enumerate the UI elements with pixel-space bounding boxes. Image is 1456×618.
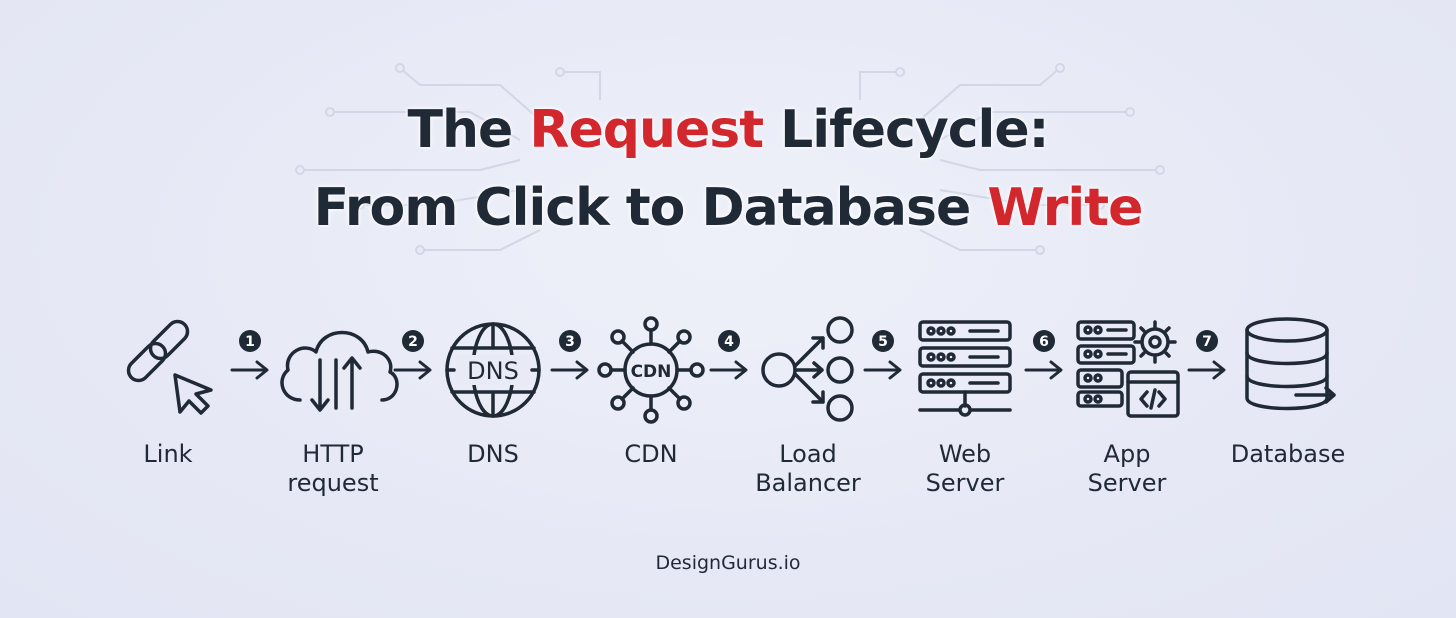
step-connector: 7 bbox=[1187, 330, 1226, 380]
stage-label: DNS bbox=[418, 440, 568, 469]
stage-label: Link bbox=[93, 440, 243, 469]
stage-label-line: DNS bbox=[467, 440, 519, 468]
step-connector: 6 bbox=[1024, 330, 1063, 380]
step-number: 3 bbox=[565, 334, 575, 350]
stage-label: CDN bbox=[576, 440, 726, 469]
stage-label-line: App bbox=[1103, 440, 1151, 468]
stage-label-line: Link bbox=[143, 440, 193, 468]
database-icon bbox=[1245, 317, 1336, 411]
stage-label-line: Server bbox=[925, 469, 1005, 497]
dns-icon-text: DNS bbox=[467, 357, 519, 385]
step-number: 4 bbox=[724, 334, 734, 350]
cloud-transfer-icon bbox=[280, 330, 399, 412]
server-rack-icon bbox=[918, 320, 1012, 417]
title-line-1: The Request Lifecycle: bbox=[0, 100, 1456, 160]
stage-label-line: request bbox=[287, 469, 379, 497]
step-number: 1 bbox=[245, 334, 255, 350]
flow-icons: DNS CDN bbox=[126, 316, 1336, 424]
step-number: 5 bbox=[878, 334, 888, 350]
title-text: From Click to Database bbox=[313, 178, 988, 238]
step-badge bbox=[1033, 330, 1055, 352]
step-number: 2 bbox=[408, 334, 418, 350]
link-cursor-icon bbox=[126, 319, 213, 415]
step-connector: 3 bbox=[550, 330, 589, 380]
arrow-right-icon bbox=[709, 360, 748, 380]
step-number: 6 bbox=[1039, 334, 1049, 350]
stage-label-line: Web bbox=[938, 440, 992, 468]
step-number: 7 bbox=[1202, 334, 1212, 350]
step-badge bbox=[239, 330, 261, 352]
title-text: The bbox=[407, 100, 530, 160]
stage-label-line: Balancer bbox=[755, 469, 861, 497]
title-highlight: Write bbox=[987, 178, 1143, 238]
step-connector: 4 bbox=[709, 330, 748, 380]
title-highlight: Request bbox=[529, 100, 764, 160]
step-badge bbox=[718, 330, 740, 352]
stage-label-line: Database bbox=[1230, 440, 1346, 468]
step-connector: 1 bbox=[230, 330, 269, 380]
cdn-icon-text: CDN bbox=[631, 362, 672, 382]
step-badge bbox=[1196, 330, 1218, 352]
app-server-icon bbox=[1076, 320, 1180, 418]
arrow-right-icon bbox=[1187, 360, 1226, 380]
arrow-right-icon bbox=[230, 360, 269, 380]
title-line-2: From Click to Database Write bbox=[0, 178, 1456, 238]
arrow-right-icon bbox=[863, 360, 902, 380]
arrow-right-icon bbox=[550, 360, 589, 380]
arrow-right-icon bbox=[393, 360, 432, 380]
step-badge bbox=[872, 330, 894, 352]
load-balancer-icon bbox=[761, 316, 854, 422]
stage-label-line: Load bbox=[779, 440, 837, 468]
step-connector: 5 bbox=[863, 330, 902, 380]
stage-label-line: Server bbox=[1087, 469, 1167, 497]
step-connector: 2 bbox=[393, 330, 432, 380]
step-badge bbox=[402, 330, 424, 352]
dns-globe-icon: DNS bbox=[445, 322, 541, 418]
arrow-right-icon bbox=[1024, 360, 1063, 380]
stage-label-line: HTTP bbox=[302, 440, 364, 468]
stage-label-line: CDN bbox=[624, 440, 678, 468]
stage-label: Database bbox=[1213, 440, 1363, 469]
title-text: Lifecycle: bbox=[763, 100, 1049, 160]
cdn-hub-icon: CDN bbox=[597, 316, 705, 424]
footer-brand: DesignGurus.io bbox=[655, 552, 801, 574]
step-badge bbox=[559, 330, 581, 352]
